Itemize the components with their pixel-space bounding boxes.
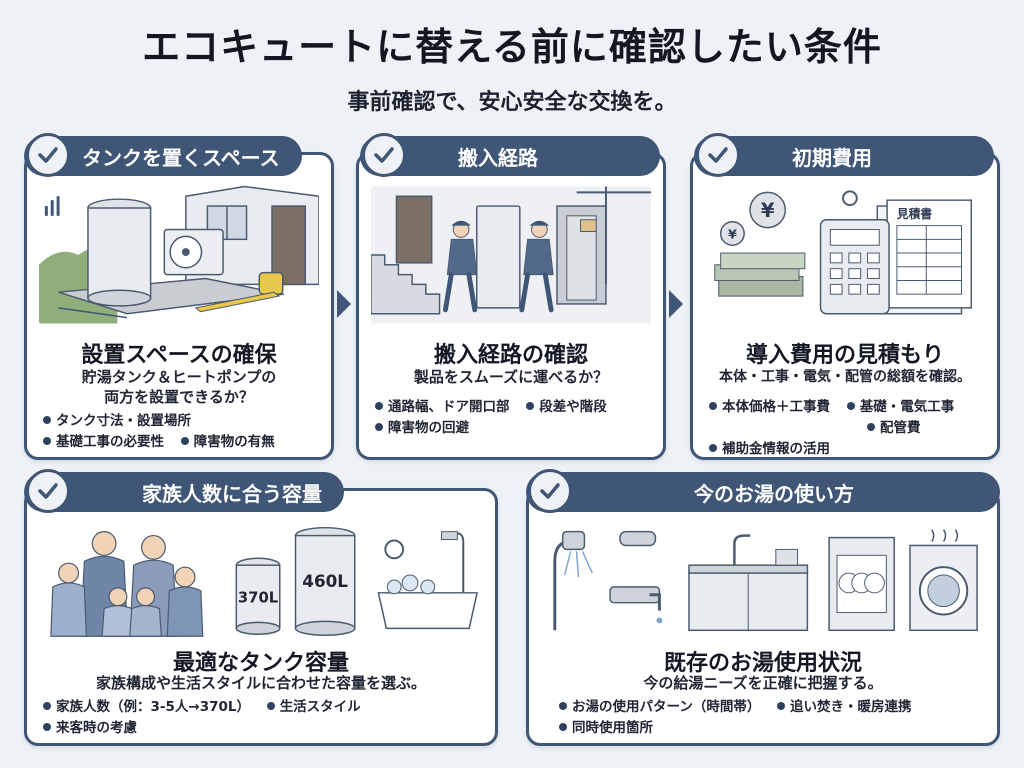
tank-space-desc-line1: 貯湯タンク＆ヒートポンプの — [81, 368, 277, 386]
tab-hot-water-usage-label: 今のお湯の使い方 — [694, 481, 854, 506]
bullet-item: 来客時の考慮 — [43, 718, 137, 739]
tank-space-description: 貯湯タンク＆ヒートポンプの 両方を設置できるか？ — [27, 367, 331, 407]
bullet-item: 基礎・電気工事 — [847, 397, 955, 418]
bullet-item: 配管費 — [867, 418, 921, 439]
bullet-item: 補助金情報の活用 — [709, 439, 830, 460]
check-icon — [26, 469, 70, 513]
delivery-route-heading: 搬入経路の確認 — [433, 343, 588, 368]
tab-tank-space-label: タンクを置くスペース — [82, 145, 280, 170]
tank-space-bullets: タンク寸法・設置場所 基礎工事の必要性 障害物の有無 — [43, 411, 321, 453]
hot-water-usage-illustration — [541, 521, 985, 637]
check-icon — [362, 133, 406, 177]
card-tank-space: 設置スペースの確保 貯湯タンク＆ヒートポンプの 両方を設置できるか？ タンク寸法… — [24, 152, 334, 460]
family-capacity-desc-line1: 家族構成や生活スタイルに合わせた容量を選ぶ。 — [95, 674, 426, 692]
check-icon — [26, 133, 70, 177]
card-delivery-route: 搬入経路の確認 製品をスムーズに運べるか？ 通路幅、ドア開口部 段差や階段 障害… — [356, 152, 666, 460]
tab-family-capacity: 家族人数に合う容量 — [24, 469, 344, 513]
initial-cost-description: 本体・工事・電気・配管の総額を確認。 — [693, 367, 997, 387]
bullet-item: 生活スタイル — [267, 697, 361, 718]
tank-space-heading: 設置スペースの確保 — [81, 343, 277, 368]
initial-cost-bullets: 本体価格＋工事費 基礎・電気工事 配管費 補助金情報の活用 — [709, 397, 987, 460]
bullet-item: 段差や階段 — [526, 397, 607, 418]
bullet-item: 基礎工事の必要性 — [43, 432, 164, 453]
bullet-item: お湯の使用パターン（時間帯） — [559, 697, 760, 718]
hot-water-usage-description: 今の給湯ニーズを正確に把握する。 — [529, 673, 997, 693]
initial-cost-illustration: ¥ ¥ 見積書 — [705, 185, 985, 325]
hot-water-usage-desc-line1: 今の給湯ニーズを正確に把握する。 — [643, 674, 883, 692]
family-capacity-illustration: 370L 460L — [39, 521, 483, 637]
bullet-item: 同時使用箇所 — [559, 718, 653, 739]
family-capacity-heading: 最適なタンク容量 — [172, 651, 349, 676]
card-initial-cost: ¥ ¥ 見積書 導入費用の見積もり 本体・工事・電気・配管の総額を確認。 — [690, 152, 1000, 460]
tank-space-illustration — [39, 185, 319, 325]
bullet-item: 家族人数（例：3-5人→370L） — [43, 697, 250, 718]
arrow-right-icon — [337, 290, 351, 318]
yen-coin-icon: ¥ — [728, 226, 737, 241]
delivery-route-illustration — [371, 185, 651, 325]
tab-family-capacity-label: 家族人数に合う容量 — [142, 481, 322, 506]
tab-tank-space: タンクを置くスペース — [24, 133, 302, 177]
estimate-label: 見積書 — [896, 207, 932, 221]
family-capacity-bullets: 家族人数（例：3-5人→370L） 生活スタイル 来客時の考慮 — [43, 697, 485, 739]
tank-space-desc-line2: 両方を設置できるか？ — [104, 388, 254, 406]
hot-water-usage-bullets: お湯の使用パターン（時間帯） 追い焚き・暖房連携 同時使用箇所 — [559, 697, 987, 739]
tank-370-label: 370L — [238, 590, 279, 607]
card-family-capacity: 370L 460L 最適なタンク容量 家族構成や生活スタイルに合わせた容量を選ぶ… — [24, 488, 498, 746]
delivery-route-desc-line1: 製品をスムーズに運べるか？ — [413, 368, 609, 386]
tab-hot-water-usage: 今のお湯の使い方 — [526, 469, 1000, 513]
tab-delivery-route: 搬入経路 — [360, 133, 660, 177]
check-icon — [528, 469, 572, 513]
bullet-item: 障害物の有無 — [181, 432, 275, 453]
bullet-item: タンク寸法・設置場所 — [43, 411, 191, 432]
arrow-right-icon — [669, 290, 683, 318]
initial-cost-heading: 導入費用の見積もり — [745, 343, 944, 368]
bullet-item: 本体価格＋工事費 — [709, 397, 830, 418]
delivery-route-description: 製品をスムーズに運べるか？ — [359, 367, 663, 387]
tab-delivery-route-label: 搬入経路 — [458, 145, 538, 170]
bullet-item: 障害物の回避 — [375, 418, 469, 439]
tank-460-label: 460L — [302, 571, 348, 591]
delivery-route-bullets: 通路幅、ドア開口部 段差や階段 障害物の回避 — [375, 397, 653, 439]
bullet-item: 通路幅、ドア開口部 — [375, 397, 510, 418]
page-subtitle: 事前確認で、安心安全な交換を。 — [347, 90, 677, 115]
family-capacity-description: 家族構成や生活スタイルに合わせた容量を選ぶ。 — [27, 673, 495, 693]
bullet-item: 追い焚き・暖房連携 — [777, 697, 912, 718]
check-icon — [696, 133, 740, 177]
tab-initial-cost: 初期費用 — [694, 133, 994, 177]
hot-water-usage-heading: 既存のお湯使用状況 — [663, 651, 862, 676]
card-hot-water-usage: 既存のお湯使用状況 今の給湯ニーズを正確に把握する。 お湯の使用パターン（時間帯… — [526, 488, 1000, 746]
page-title: エコキュートに替える前に確認したい条件 — [142, 25, 882, 69]
tab-initial-cost-label: 初期費用 — [792, 145, 872, 170]
initial-cost-desc-line1: 本体・工事・電気・配管の総額を確認。 — [719, 369, 971, 385]
yen-coin-icon: ¥ — [761, 199, 775, 222]
